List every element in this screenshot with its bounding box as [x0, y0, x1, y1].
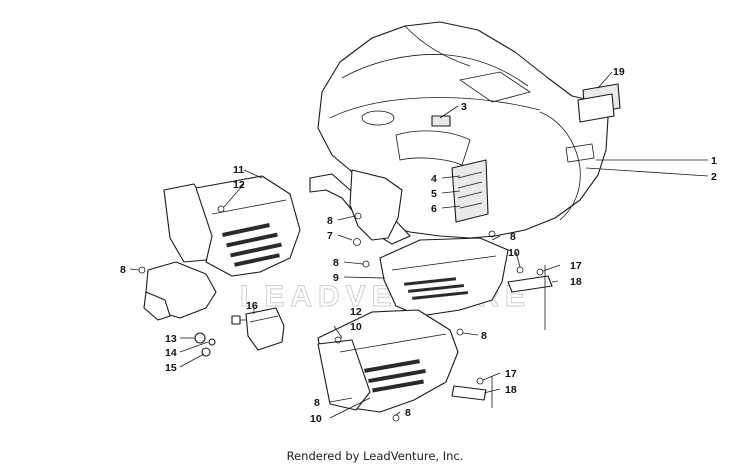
left-splash-guard — [138, 261, 217, 321]
callout-17-upper: 17 — [570, 260, 582, 272]
callout-labels: 1 2 3 4 5 6 7 8 8 8 8 8 8 8 9 10 10 10 1… — [120, 66, 717, 425]
footwell-tread-right-lower — [364, 359, 426, 393]
right-footwell-upper — [379, 237, 524, 317]
callout-12-left: 12 — [233, 179, 245, 191]
fastener-8-left — [138, 266, 146, 274]
fastener-7 — [353, 238, 361, 246]
fastener-12-left — [217, 205, 225, 213]
callout-2: 2 — [711, 171, 717, 183]
callout-13: 13 — [165, 333, 177, 345]
warning-decal — [451, 159, 489, 223]
footwell-tread-left — [222, 223, 282, 267]
fastener-8-upper — [362, 260, 370, 268]
decal-19 — [577, 83, 621, 123]
callout-8-bottom: 8 — [405, 407, 411, 419]
footrest-rail-upper — [507, 268, 553, 293]
fastener-12-lower — [334, 336, 342, 344]
callout-10-upper: 10 — [508, 247, 520, 259]
callout-14: 14 — [165, 347, 177, 359]
callout-8-rear: 8 — [510, 231, 516, 243]
fastener-8-rear — [488, 230, 496, 238]
callout-8-lower: 8 — [314, 397, 320, 409]
callout-6: 6 — [431, 203, 437, 215]
fastener-8-lower — [392, 414, 400, 422]
callout-1: 1 — [711, 155, 717, 167]
callout-11: 11 — [233, 164, 244, 176]
footer-credit: Rendered by LeadVenture, Inc. — [286, 449, 464, 463]
callout-5: 5 — [431, 188, 437, 200]
callout-9: 9 — [333, 272, 339, 284]
callout-8-body: 8 — [327, 215, 333, 227]
callout-7: 7 — [327, 230, 333, 242]
callout-12-lower: 12 — [350, 306, 362, 318]
callout-8-left: 8 — [120, 264, 126, 276]
bolt-13-14-15 — [194, 332, 216, 357]
callout-10-lower: 10 — [310, 413, 322, 425]
callout-4: 4 — [431, 173, 437, 185]
footrest-rail-lower — [451, 377, 487, 401]
right-footwell-lower — [317, 309, 464, 422]
leader-lines — [129, 71, 709, 419]
callout-19: 19 — [613, 66, 625, 78]
callout-15: 15 — [165, 362, 177, 374]
callout-16: 16 — [246, 300, 258, 312]
fastener-8-right — [456, 328, 464, 336]
rear-fender-body — [309, 21, 609, 246]
callout-17-lower: 17 — [505, 368, 517, 380]
callout-8-upper: 8 — [333, 257, 339, 269]
footwell-tread-right-upper — [404, 277, 469, 300]
callout-3: 3 — [461, 101, 467, 113]
callout-18-upper: 18 — [570, 276, 582, 288]
left-footwell — [163, 175, 301, 277]
callout-10-mid: 10 — [350, 321, 362, 333]
callout-18-lower: 18 — [505, 384, 517, 396]
fastener-10-upper — [516, 266, 524, 274]
mount-bracket-16 — [231, 307, 285, 351]
callout-8-right: 8 — [481, 330, 487, 342]
decal-3 — [431, 115, 451, 127]
